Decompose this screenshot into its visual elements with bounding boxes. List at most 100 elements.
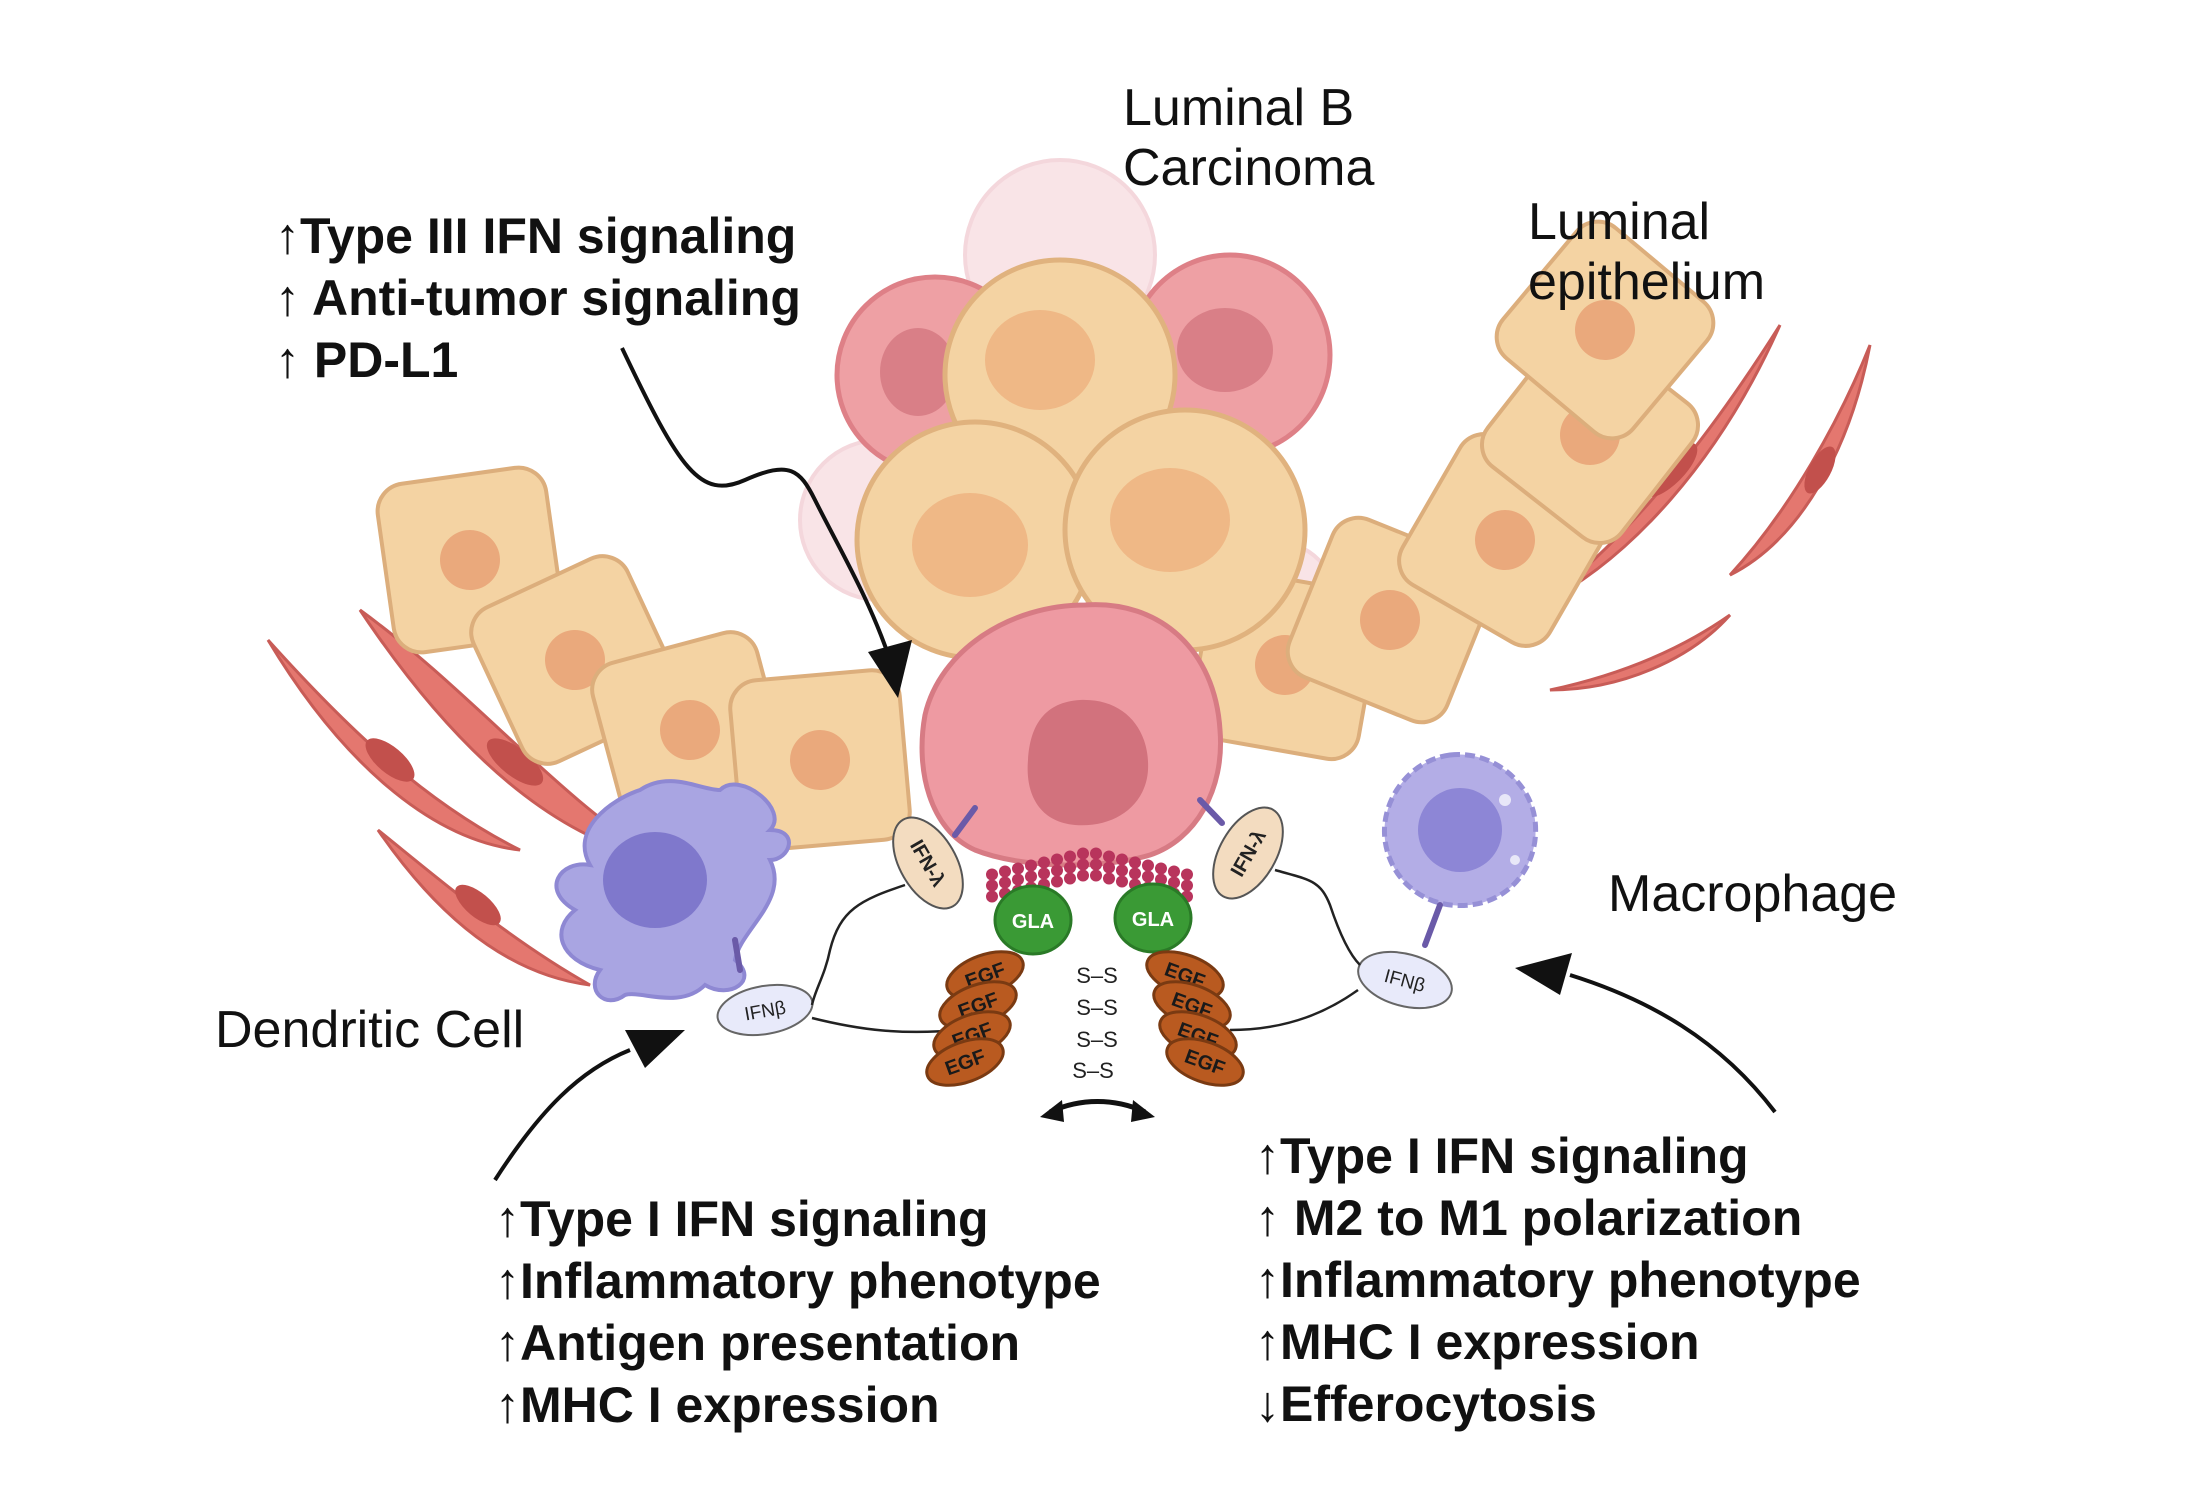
tumor-nucleus <box>1027 699 1149 826</box>
epithelial-nucleus <box>545 630 605 690</box>
dendritic-cell <box>554 779 791 1003</box>
fibroblast-nucleus <box>455 884 501 926</box>
epithelial-nucleus <box>790 730 850 790</box>
spike-bead <box>1142 870 1154 883</box>
spike-bead <box>1116 875 1128 888</box>
spike <box>1064 850 1076 885</box>
epithelial-nucleus <box>1360 590 1420 650</box>
spike-bead <box>1129 856 1141 869</box>
arrowhead <box>1040 1100 1064 1122</box>
arrowhead <box>868 640 912 698</box>
macrophage-effect: ↓Efferocytosis <box>1255 1376 1597 1432</box>
spike <box>1129 856 1141 891</box>
disulfide-bond: S–S <box>1072 1058 1114 1083</box>
ifn-lambda-receptor-right: IFN-λ <box>1212 806 1284 900</box>
macrophage-cell <box>1381 751 1539 909</box>
spike-bead <box>1025 870 1037 883</box>
fibroblast <box>1728 344 1872 577</box>
fibroblast-nucleus <box>486 738 544 786</box>
epithelial-nucleus <box>1575 300 1635 360</box>
wire <box>810 883 906 1006</box>
surface-receptors <box>986 847 1193 903</box>
tumor-nucleus <box>912 493 1028 597</box>
spike-bead <box>1077 869 1089 882</box>
wire <box>1229 988 1359 1032</box>
arrowhead <box>1515 953 1572 995</box>
spike <box>1090 847 1102 882</box>
spike <box>1051 853 1063 888</box>
spike-bead <box>986 868 998 881</box>
gla-label: GLA <box>1012 911 1054 933</box>
spike-bead <box>1103 872 1115 885</box>
spike-bead <box>1064 850 1076 863</box>
tumor-nucleus <box>985 310 1095 410</box>
epithelial-cell <box>728 668 912 852</box>
spike <box>999 865 1011 900</box>
spike-bead <box>1090 858 1102 871</box>
spike-bead <box>1168 865 1180 878</box>
ifn-lambda-badge <box>892 816 964 910</box>
disulfide-bond: S–S <box>1076 995 1118 1020</box>
epithelium-label: Luminal epithelium <box>1528 193 1766 311</box>
dendritic-nucleus <box>603 832 707 928</box>
spike-bead <box>1064 861 1076 874</box>
spike-bead <box>1064 872 1076 885</box>
spike-bead <box>999 876 1011 889</box>
spike-bead <box>1181 879 1193 892</box>
pointer-arrows <box>493 347 1777 1182</box>
egf-domain: EGF <box>1165 1037 1245 1087</box>
spike-bead <box>1103 850 1115 863</box>
spike <box>1103 850 1115 885</box>
gla-domain-left: GLA <box>993 884 1073 956</box>
spike-bead <box>1051 875 1063 888</box>
spike-bead <box>1038 856 1050 869</box>
tumor-effects-list: ↑Type III IFN signaling ↑ Anti-tumor sig… <box>275 205 801 391</box>
signal-wires <box>810 868 1361 1034</box>
spike-bead <box>1025 859 1037 872</box>
carcinoma-label: Luminal B Carcinoma <box>1123 79 1375 197</box>
spike <box>1116 853 1128 888</box>
tumor-effect: ↑ PD-L1 <box>275 332 459 388</box>
fibroblast <box>376 828 591 987</box>
spike-bead <box>986 890 998 903</box>
spike-bead <box>1012 862 1024 875</box>
macrophage-granule <box>1499 794 1511 806</box>
dendritic-effects-list: ↑Type I IFN signaling ↑Inflammatory phen… <box>495 1188 1101 1436</box>
gla-domain-right: GLA <box>1113 882 1193 954</box>
receptor-stalk <box>732 937 743 973</box>
macrophage-effect: ↑MHC I expression <box>1255 1314 1700 1370</box>
spike-bead <box>1090 847 1102 860</box>
spike-bead <box>1038 867 1050 880</box>
spike <box>1181 868 1193 903</box>
epithelial-nucleus <box>440 530 500 590</box>
egf-domain-shape <box>1165 1037 1245 1087</box>
fibroblast <box>266 638 521 852</box>
tumor-cells-tan <box>854 257 1308 661</box>
epithelial-cell <box>1494 219 1716 441</box>
disulfide-bond: S–S <box>1076 1027 1118 1052</box>
ifn-beta-receptor-right: IFNβ <box>1357 950 1453 1010</box>
tumor-effect: ↑ Anti-tumor signaling <box>275 270 801 326</box>
disulfide-bond: S–S <box>1076 963 1118 988</box>
spike-bead <box>1168 876 1180 889</box>
receptor-stalk <box>1197 797 1225 826</box>
spike-bead <box>1051 864 1063 877</box>
spike-bead <box>1012 873 1024 886</box>
ifn-beta-badge <box>1357 950 1453 1010</box>
tumor-nucleus <box>1177 308 1273 392</box>
ifn-lambda-receptor-left: IFN-λ <box>892 816 964 910</box>
fibroblast <box>1549 613 1732 692</box>
spike-bead <box>1051 853 1063 866</box>
macrophage-effects-list: ↑Type I IFN signaling ↑ M2 to M1 polariz… <box>1255 1125 1861 1435</box>
tumor-nucleus <box>880 328 956 416</box>
arrow-to-macrophage <box>1569 973 1777 1114</box>
wire <box>811 1016 961 1034</box>
dendritic-effect: ↑Antigen presentation <box>495 1315 1021 1371</box>
arrowhead <box>625 1030 685 1068</box>
ifn-lambda-badge <box>1212 806 1284 900</box>
dendritic-effect: ↑Type I IFN signaling <box>495 1191 989 1247</box>
receptor-stalk <box>1422 902 1443 948</box>
